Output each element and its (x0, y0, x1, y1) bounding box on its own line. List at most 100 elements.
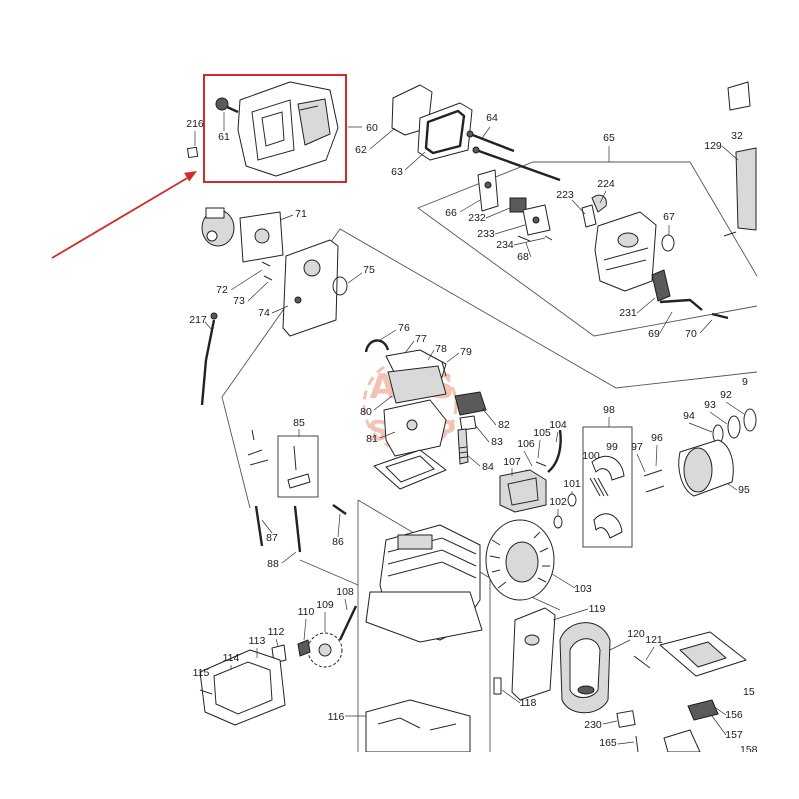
rod-69 (659, 298, 703, 311)
callout-157: 157 (725, 729, 743, 741)
highlight-group (51, 74, 347, 259)
callout-232: 232 (468, 212, 486, 224)
muffler-port (617, 232, 639, 248)
muffler-group-65 (477, 81, 757, 320)
cover-boss-81 (406, 419, 418, 431)
clutch-drum-face-95 (683, 447, 713, 493)
plate-inner-114 (213, 661, 273, 715)
spark-plug-threads-84 (458, 446, 468, 459)
callout-94: 94 (683, 410, 695, 422)
callout-71: 71 (295, 208, 307, 220)
callout-129: 129 (704, 140, 722, 152)
muffler-shield (594, 211, 657, 292)
clutch-spring-100 (589, 477, 609, 497)
callout-224: 224 (597, 178, 615, 190)
callout-234: 234 (496, 239, 514, 251)
plate-hole-66 (484, 181, 492, 189)
screw-85 (293, 445, 297, 471)
group-65-frame-top (417, 161, 758, 277)
callout-115: 115 (193, 667, 210, 679)
bracket-hole-74b (294, 296, 302, 304)
clutch-shoe-lower (593, 513, 623, 539)
cap-83 (459, 415, 477, 431)
clutch-shoe-99 (591, 455, 625, 481)
spark-plug-84 (457, 428, 469, 465)
crankcase-lower-116 (365, 699, 471, 752)
bracket-157 (687, 699, 719, 721)
callout-82: 82 (498, 419, 510, 431)
dowel-118 (493, 677, 502, 695)
washer-92 (743, 408, 757, 432)
callout-62: 62 (355, 144, 367, 156)
bolt-70 (711, 312, 729, 320)
bracket-231 (651, 269, 671, 302)
engine-core-parts (199, 519, 555, 752)
part-158 (663, 729, 701, 752)
throttle-cable-217 (200, 319, 216, 406)
callout-60: 60 (366, 122, 378, 134)
plate-inner-156 (679, 641, 727, 668)
callout-112: 112 (268, 626, 285, 638)
carburetor-parts (200, 207, 348, 406)
label-sticker-216 (186, 146, 199, 159)
callout-156: 156 (725, 709, 743, 721)
muffler-ribs (603, 247, 649, 271)
linkage-parts (247, 429, 347, 553)
knob-shaft-61 (226, 105, 239, 114)
callout-labels: 216 61 60 62 63 64 65 32 129 66 223 224 … (186, 112, 757, 752)
callout-113: 113 (249, 635, 266, 647)
callout-93: 93 (704, 399, 716, 411)
screw-shroud (723, 231, 737, 237)
screw-79 (441, 361, 447, 377)
callout-70: 70 (685, 328, 697, 340)
callout-74: 74 (258, 307, 270, 319)
box-85 (277, 435, 319, 498)
callout-64: 64 (486, 112, 498, 124)
filter-frame-inner-63 (424, 109, 466, 155)
gasket-head (373, 449, 447, 490)
arrow-head-icon (184, 171, 197, 182)
callout-109: 109 (316, 599, 334, 611)
callout-9-partial: 9 (742, 376, 748, 388)
assembly-frame-lines (221, 161, 758, 752)
engine-group-frame-top (221, 228, 758, 398)
studs-72-73 (261, 261, 273, 281)
callout-104: 104 (549, 419, 567, 431)
cap-82 (454, 391, 487, 416)
shroud-129 (735, 147, 757, 231)
callout-121: 121 (645, 634, 663, 646)
callout-105: 105 (533, 427, 551, 439)
callout-98: 98 (603, 404, 615, 416)
callout-95: 95 (738, 484, 750, 496)
muffler-parts (511, 607, 747, 752)
callout-120: 120 (627, 628, 645, 640)
crankcase-lower-detail-116 (377, 717, 457, 731)
bracket-223 (581, 204, 597, 228)
callout-107: 107 (503, 456, 521, 468)
callout-85: 85 (293, 417, 305, 429)
callout-76: 76 (398, 322, 410, 334)
callout-116: 116 (328, 711, 345, 723)
screw-121 (633, 655, 651, 669)
engine-group-frame-left (221, 396, 251, 509)
bolt-64-b (475, 148, 561, 182)
screw-234 (544, 235, 553, 241)
carburetor-top (205, 207, 225, 219)
highlight-arrow-shaft (51, 176, 190, 259)
gasket-head-inner (385, 455, 435, 483)
callout-88: 88 (267, 558, 279, 570)
callout-80: 80 (360, 406, 372, 418)
air-filter-parts (186, 81, 561, 182)
cover-80 (387, 365, 447, 404)
housing-window-60 (297, 98, 331, 146)
screw-115 (199, 689, 213, 695)
part-110 (297, 639, 311, 657)
callout-92: 92 (720, 389, 732, 401)
plate-66 (477, 169, 499, 212)
leaf-224 (591, 194, 607, 213)
callout-103: 103 (574, 583, 592, 595)
callout-68: 68 (517, 251, 529, 263)
muffler-outlet-120 (577, 685, 595, 695)
bolts-96-97 (643, 469, 665, 493)
